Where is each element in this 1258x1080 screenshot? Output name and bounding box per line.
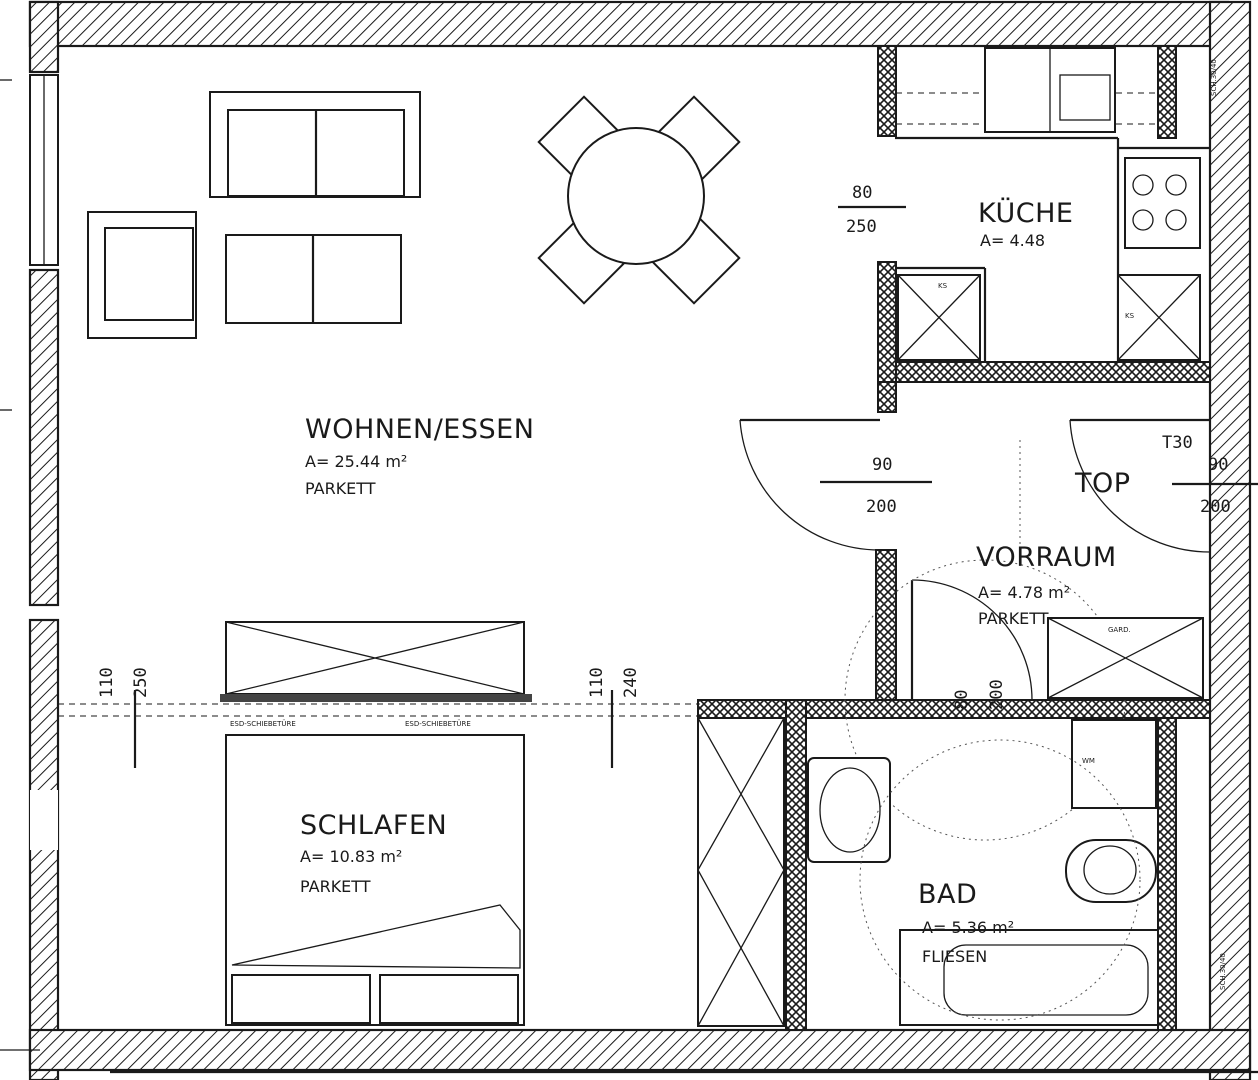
- svg-text:80: 80: [952, 690, 972, 710]
- wall-top: [28, 0, 1230, 48]
- garderobe: GARD.: [1047, 617, 1204, 699]
- stove: [1124, 157, 1201, 249]
- svg-text:110: 110: [97, 667, 117, 698]
- wardrobe-tag-1: ESD-SCHIEBETÜRE: [230, 719, 296, 728]
- wall-kitchen-lower: [877, 261, 897, 383]
- svg-text:90: 90: [1208, 455, 1228, 475]
- wall-shaft: [1157, 45, 1177, 139]
- bedroom-name: SCHLAFEN: [300, 810, 447, 841]
- svg-text:110: 110: [587, 667, 607, 698]
- shaft-tag-top: SCH.30/40: [1210, 59, 1218, 96]
- wardrobe-tag-2: ESD-SCHIEBETÜRE: [405, 719, 471, 728]
- svg-text:240: 240: [621, 667, 641, 698]
- dining-table: [537, 95, 741, 305]
- top-label: TOP: [1074, 468, 1131, 499]
- armchair: [87, 211, 197, 339]
- shaft-tag-bottom: SCH.30/40: [1219, 953, 1227, 990]
- wall-kitchen-bottom: [895, 361, 1211, 383]
- wall-left-mid: [28, 268, 60, 607]
- hall-area: A= 4.78 m²: [978, 583, 1070, 602]
- label-kitchen: KÜCHE A= 4.48: [978, 197, 1073, 250]
- svg-text:90: 90: [872, 455, 892, 475]
- svg-text:T30: T30: [1162, 433, 1193, 453]
- svg-text:250: 250: [131, 667, 151, 698]
- kitchen-unit-tag: KS: [1125, 312, 1135, 320]
- bath-fixtures: WM: [807, 719, 1159, 1026]
- fridge-tag: KS: [938, 282, 948, 290]
- entry-door: T30 90 200: [1069, 418, 1258, 553]
- wall-right: [1208, 0, 1252, 1080]
- washer-tag: WM: [1082, 757, 1095, 765]
- bath-door: 80 200: [910, 579, 1033, 710]
- wall-bottom: [28, 1028, 1252, 1072]
- closet: [697, 717, 785, 1027]
- kitchen-name: KÜCHE: [978, 197, 1073, 229]
- hall-name: VORRAUM: [976, 542, 1117, 573]
- wardrobe: ESD-SCHIEBETÜRE ESD-SCHIEBETÜRE: [220, 621, 532, 728]
- svg-text:200: 200: [1200, 497, 1231, 517]
- svg-text:200: 200: [987, 679, 1007, 710]
- kitchen-door-dimension: 80 250: [838, 183, 906, 237]
- wall-hall-left: [875, 549, 897, 701]
- wall-bath-right: [1157, 717, 1177, 1031]
- garderobe-tag: GARD.: [1108, 626, 1131, 634]
- wall-bath-left: [785, 699, 807, 1031]
- bedroom-area: A= 10.83 m²: [300, 847, 402, 866]
- kitchen-fixtures: KS KS SCH.30/40 SCH.30/40: [895, 47, 1227, 990]
- living-name: WOHNEN/ESSEN: [305, 414, 534, 445]
- living-floor: PARKETT: [305, 479, 376, 498]
- label-bath: BAD A= 5.36 m² FLIESEN: [918, 879, 1014, 966]
- bath-name: BAD: [918, 879, 977, 910]
- svg-text:80: 80: [852, 183, 872, 203]
- svg-text:200: 200: [866, 497, 897, 517]
- bath-area: A= 5.36 m²: [922, 918, 1014, 937]
- svg-text:250: 250: [846, 217, 877, 237]
- bedroom-floor: PARKETT: [300, 877, 371, 896]
- label-bedroom: SCHLAFEN A= 10.83 m² PARKETT: [300, 810, 447, 896]
- sofa: [209, 91, 421, 198]
- wall-hall-top: [877, 381, 897, 413]
- kitchen-area: A= 4.48: [980, 231, 1045, 250]
- wall-kitchen-upper: [877, 45, 897, 137]
- label-hall: TOP VORRAUM A= 4.78 m² PARKETT: [976, 468, 1131, 628]
- wall-left-top: [28, 0, 60, 74]
- wall-bath-top: [697, 699, 1211, 719]
- hall-floor: PARKETT: [978, 609, 1049, 628]
- coffee-table: [225, 234, 402, 324]
- living-area: A= 25.44 m²: [305, 452, 407, 471]
- living-door: 90 200: [739, 418, 932, 551]
- bed: [225, 734, 525, 1026]
- bedroom-dimensions: 110 250 110 240: [97, 667, 641, 768]
- label-living: WOHNEN/ESSEN A= 25.44 m² PARKETT: [305, 414, 534, 498]
- bath-floor: FLIESEN: [922, 947, 987, 966]
- interior-walls: [58, 45, 1211, 1031]
